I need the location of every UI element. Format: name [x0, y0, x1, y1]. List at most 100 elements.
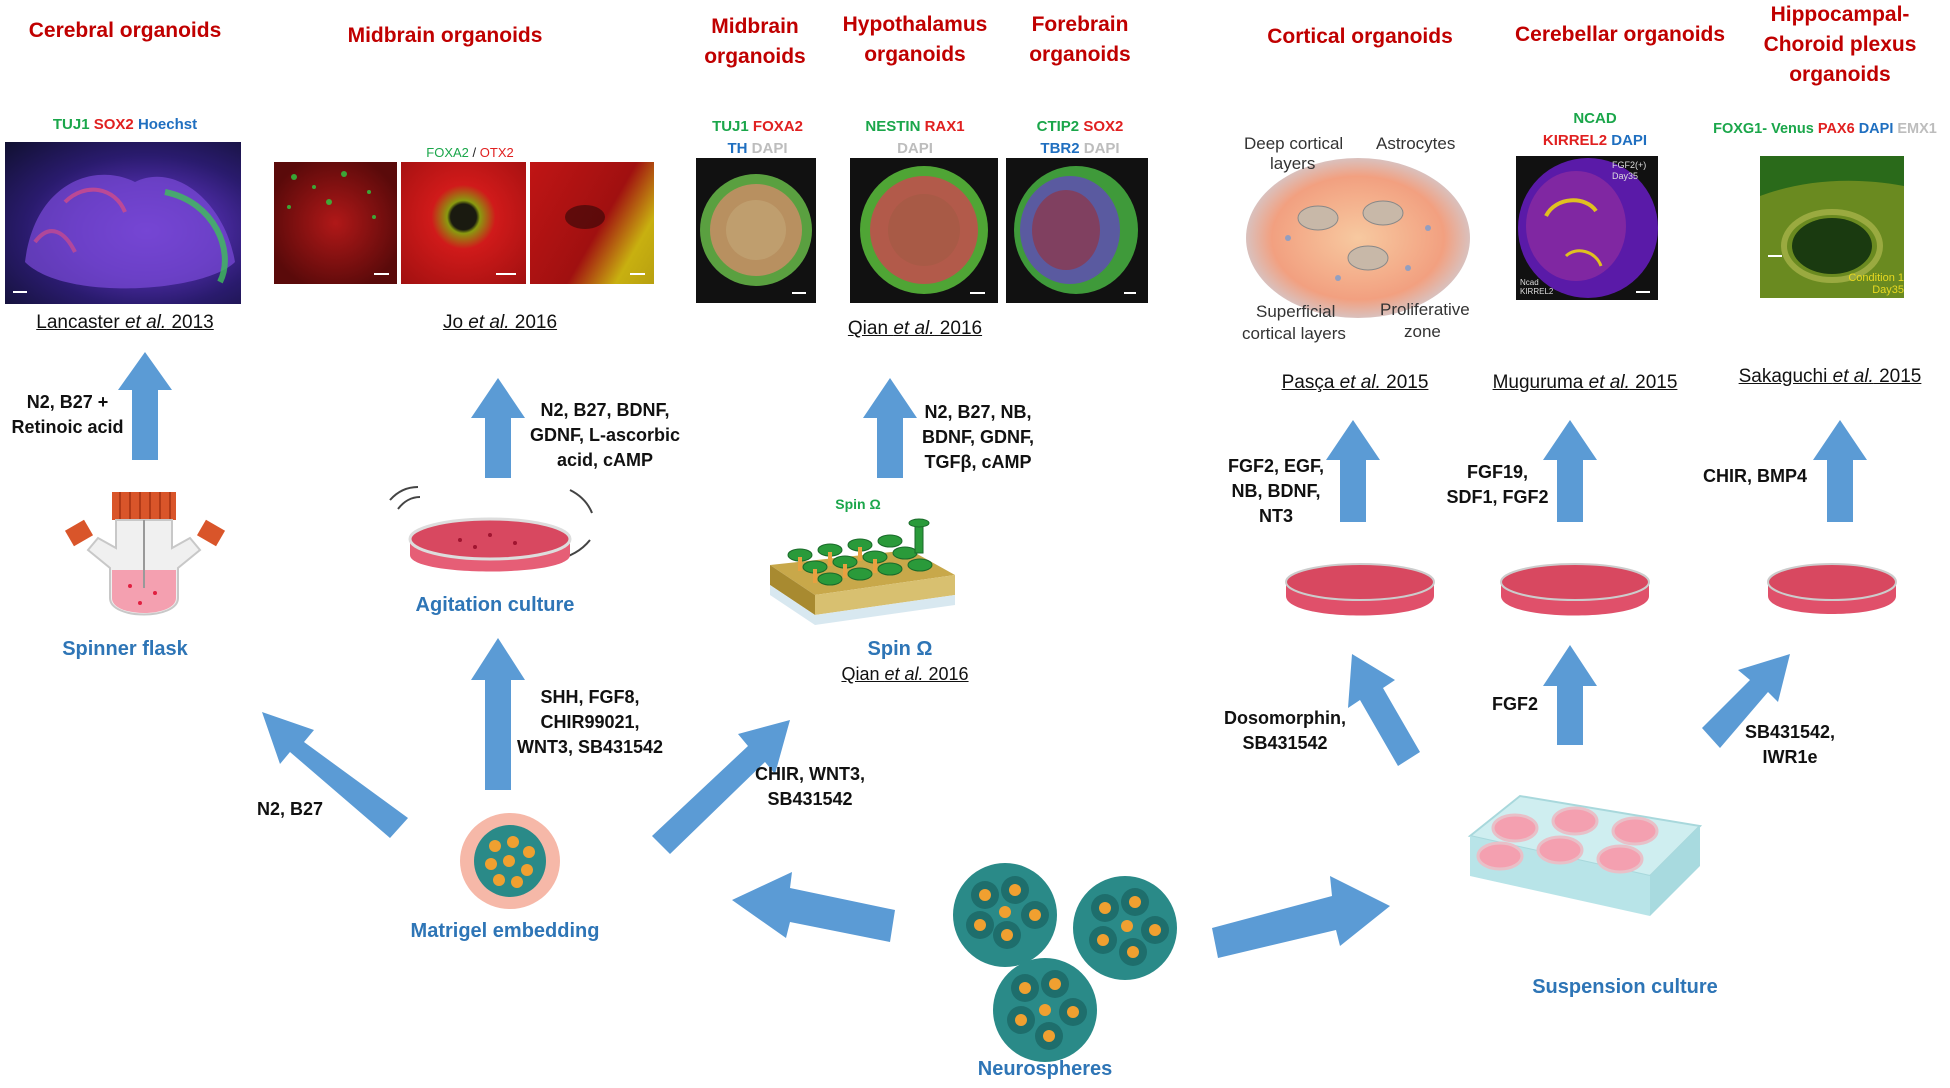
stain-label-midbrain-jo: FOXA2 / OTX2 — [340, 142, 600, 164]
cortical-organoid-schematic: Deep cortical layers Astrocytes Superfic… — [1228, 128, 1470, 358]
ref-year: 2015 — [1873, 366, 1922, 387]
title-line: Forebrain — [1031, 13, 1129, 36]
conditions-midbrain-jo: N2, B27, BDNF, GDNF, L-ascorbic acid, cA… — [520, 398, 690, 473]
spin-omega-device-icon — [770, 518, 955, 625]
title-line: Hippocampal- — [1770, 3, 1910, 26]
ref-year: 2016 — [509, 312, 558, 333]
arrow-neurospheres-to-suspension — [1212, 876, 1390, 958]
stain-rax1: RAX1 — [924, 118, 965, 135]
stain-otx2: OTX2 — [479, 145, 514, 160]
stain-kirrel2: KIRREL2 — [1542, 132, 1608, 149]
arrow-up-midbrain-jo — [471, 378, 525, 478]
ref-year: 2016 — [923, 664, 969, 684]
stain-label-cerebral: TUJ1 SOX2 Hoechst — [5, 114, 245, 136]
midbrain-jo-image-3-texture — [565, 205, 645, 275]
conditions-cortical: FGF2, EGF, NB, BDNF, NT3 — [1216, 454, 1336, 529]
conditions-cerebellar: FGF19, SDF1, FGF2 — [1440, 460, 1555, 510]
stain-ncad: NCAD — [1573, 110, 1617, 127]
ref-year: 2015 — [1629, 372, 1678, 393]
stain-pax6: PAX6 — [1817, 121, 1855, 137]
ref-year: 2013 — [166, 312, 214, 333]
ref-text: Jo — [442, 312, 469, 333]
ref-text: Sakaguchi — [1738, 366, 1833, 387]
cerebellar-inset-label: FGF2(+) Day35 — [1612, 160, 1647, 181]
arrow-up-cerebellar — [1543, 420, 1597, 522]
condition-line: N2, B27, NB, — [924, 402, 1032, 422]
condition-line: acid, cAMP — [556, 450, 654, 470]
condition-line: N2, B27 + — [26, 392, 109, 412]
condition-line: WNT3, SB431542 — [516, 737, 664, 757]
condition-line: CHIR, BMP4 — [1702, 466, 1807, 486]
forebrain-image-texture — [1014, 166, 1138, 294]
stain-dapi: DAPI — [1611, 132, 1648, 149]
ref-pasca: Pasça et al. 2015 — [1250, 372, 1460, 394]
ref-sakaguchi: Sakaguchi et al. 2015 — [1715, 366, 1945, 388]
label-spin-omega-top: Spin Ω — [835, 496, 881, 512]
spinner-flask-icon — [64, 492, 226, 616]
midbrain-jo-image-1 — [274, 162, 397, 284]
label-spinner-flask: Spinner flask — [62, 638, 188, 660]
ref-year: 2015 — [1380, 372, 1429, 393]
title-forebrain-organoids: Forebrain organoids — [1010, 10, 1150, 70]
midbrain-jo-image-2-texture — [496, 273, 516, 275]
condition-line: FGF2 — [1491, 694, 1538, 714]
title-cerebral-organoids: Cerebral organoids — [28, 19, 222, 42]
stain-label-forebrain: CTIP2 SOX2 TBR2 DAPI — [1010, 116, 1150, 160]
title-hippocampal-organoids: Hippocampal- Choroid plexus organoids — [1745, 0, 1935, 90]
stain-label-hippocampal: FOXG1- Venus PAX6 DAPI EMX1 — [1700, 118, 1950, 140]
conditions-to-hippocampal: SB431542, IWR1e — [1730, 720, 1850, 770]
conditions-qian: N2, B27, NB, BDNF, GDNF, TGFβ, cAMP — [908, 400, 1048, 475]
cortical-label-superficial: Superficial — [1256, 302, 1336, 321]
stain-foxa2: FOXA2 — [426, 145, 469, 160]
arrow-diag-hippocampal — [1702, 654, 1790, 748]
arrow-up-agitation — [471, 638, 525, 790]
forebrain-image — [1006, 158, 1148, 303]
cortical-label-proliferative: Proliferative — [1380, 300, 1470, 319]
title-line: organoids — [864, 43, 966, 66]
cortical-label-superficial-2: cortical layers — [1242, 324, 1346, 343]
ref-text: Qian — [847, 318, 894, 339]
hypothalamus-image — [850, 158, 998, 303]
condition-line: SHH, FGF8, — [540, 687, 640, 707]
hippocampal-image-texture — [1760, 156, 1904, 298]
title-hypothalamus-organoids: Hypothalamus organoids — [830, 10, 1000, 70]
condition-line: CHIR, WNT3, — [755, 764, 865, 784]
arrow-up-cortical — [1326, 420, 1380, 522]
cortical-label-astrocytes: Astrocytes — [1376, 134, 1456, 153]
neurospheres-icon — [953, 863, 1177, 1062]
ref-year: 2016 — [934, 318, 983, 339]
hippocampal-organoid-image: Condition 1 Day35 — [1760, 156, 1904, 298]
ref-text: Pasça — [1281, 372, 1340, 393]
midbrain-jo-image-1-texture — [287, 171, 389, 275]
stain-tuj1: TUJ1 — [52, 116, 90, 133]
ref-text: Lancaster — [36, 312, 125, 333]
dish-cortical-icon — [1285, 563, 1435, 616]
stain-label-midbrain-qian: TUJ1 FOXA2 TH DAPI — [695, 116, 820, 160]
stain-foxg1-venus: FOXG1- Venus — [1713, 121, 1814, 137]
stain-label-cerebellar: NCAD KIRREL2 DAPI — [1510, 108, 1680, 152]
condition-line: SB431542 — [1242, 733, 1328, 753]
hypothalamus-image-texture — [860, 166, 988, 294]
stain-sox2: SOX2 — [93, 116, 134, 133]
title-line: Choroid plexus — [1763, 33, 1917, 56]
conditions-to-agitation: SHH, FGF8, CHIR99021, WNT3, SB431542 — [510, 685, 670, 760]
cortical-label-zone: zone — [1404, 322, 1441, 341]
ref-lancaster: Lancaster et al. 2013 — [0, 312, 250, 334]
ref-et-al: et al. — [1832, 366, 1874, 387]
conditions-to-spin-omega: CHIR, WNT3, SB431542 — [740, 762, 880, 812]
stain-nestin: NESTIN — [865, 118, 921, 135]
ref-et-al: et al. — [468, 312, 510, 333]
cortical-schematic-drawing — [1246, 158, 1470, 318]
arrow-neurospheres-to-matrigel — [732, 872, 895, 942]
ref-jo: Jo et al. 2016 — [395, 312, 605, 334]
stain-foxa2: FOXA2 — [752, 118, 803, 135]
ref-et-al: et al. — [1588, 372, 1630, 393]
stain-hoechst: Hoechst — [137, 116, 198, 133]
conditions-to-spinner: N2, B27 — [240, 797, 340, 822]
ref-et-al: et al. — [893, 318, 935, 339]
label-agitation-culture: Agitation culture — [415, 594, 575, 616]
cerebellar-image-texture — [1518, 158, 1658, 298]
condition-line: TGFβ, cAMP — [924, 452, 1032, 472]
cerebellar-organoid-image: FGF2(+) Day35 Ncad KIRREL2 — [1516, 156, 1658, 300]
title-line: Hypothalamus — [842, 13, 988, 36]
